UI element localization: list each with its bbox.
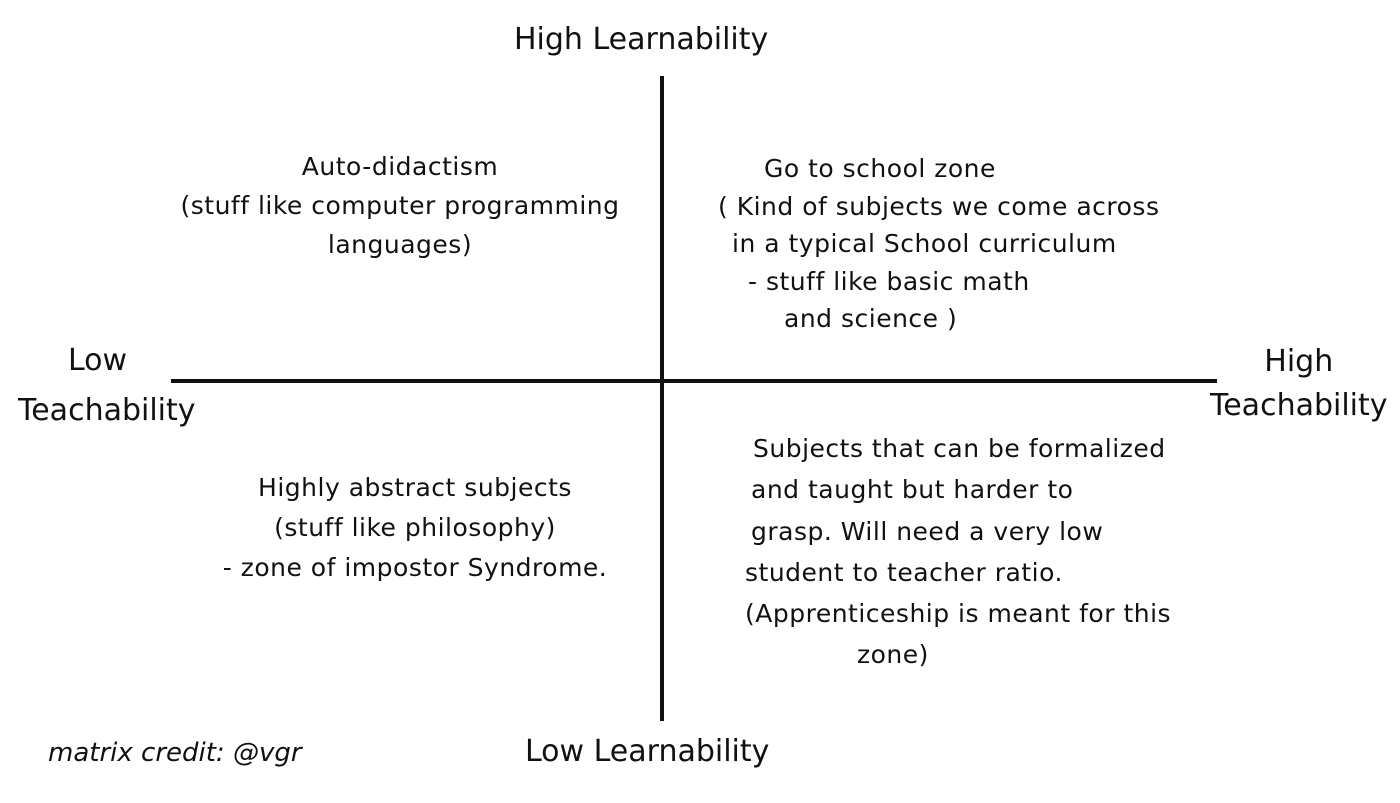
axis-label-high-teachability-line-1: High xyxy=(1264,344,1334,379)
matrix-credit: matrix credit: @vgr xyxy=(48,738,302,768)
quadrant-top-left-line: (stuff like computer programming xyxy=(180,190,620,220)
axis-label-low-teachability: Low Teachability xyxy=(18,336,196,435)
axis-label-high-teachability: High Teachability xyxy=(1210,340,1388,427)
vertical-axis-line xyxy=(660,76,664,721)
quadrant-top-left-title: Auto-didactism xyxy=(301,152,499,181)
quadrant-bottom-right-line: zone) xyxy=(857,640,929,670)
axis-label-low-learnability: Low Learnability xyxy=(525,734,770,769)
axis-label-high-teachability-line-2: Teachability xyxy=(1210,387,1388,423)
quadrant-top-left-line: languages) xyxy=(327,229,473,259)
quadrant-bottom-right-line: (Apprenticeship is meant for this xyxy=(745,599,1172,628)
quadrant-bottom-left-line: (stuff like philosophy) xyxy=(274,513,556,542)
axis-label-high-learnability: High Learnability xyxy=(514,22,769,57)
quadrant-bottom-left: Highly abstract subjects (stuff like phi… xyxy=(205,468,625,588)
quadrant-top-right-line: in a typical School curriculum xyxy=(732,229,1117,258)
quadrant-bottom-left-title: Highly abstract subjects xyxy=(258,473,572,502)
axis-label-low-teachability-line-1: Low xyxy=(68,343,128,378)
quadrant-top-right-line: - stuff like basic math xyxy=(748,266,1030,296)
quadrant-bottom-right-line: Subjects that can be formalized xyxy=(753,434,1166,463)
quadrant-top-right: Go to school zone ( Kind of subjects we … xyxy=(718,150,1208,338)
quadrant-top-left: Auto-didactism (stuff like computer prog… xyxy=(180,148,620,264)
axis-label-low-teachability-line-2: Teachability xyxy=(18,392,196,428)
quadrant-top-right-line: and science ) xyxy=(784,304,958,333)
horizontal-axis-line xyxy=(171,379,1217,383)
quadrant-bottom-right: Subjects that can be formalized and taug… xyxy=(745,428,1225,676)
quadrant-bottom-right-line: and taught but harder to xyxy=(751,475,1074,505)
quadrant-bottom-right-line: grasp. Will need a very low xyxy=(751,516,1104,546)
quadrant-top-right-line: ( Kind of subjects we come across xyxy=(718,191,1160,221)
quadrant-bottom-right-line: student to teacher ratio. xyxy=(745,557,1063,587)
quadrant-bottom-left-line: - zone of impostor Syndrome. xyxy=(222,553,608,582)
quadrant-top-right-title: Go to school zone xyxy=(764,154,996,183)
